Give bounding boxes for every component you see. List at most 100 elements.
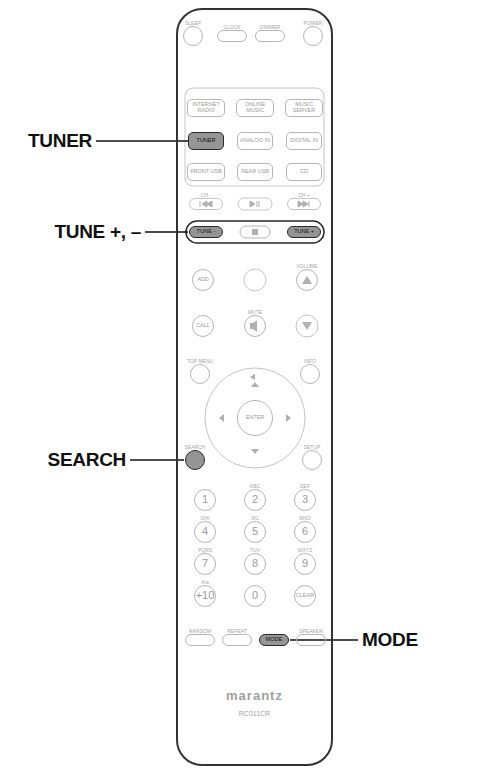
- button-caption: POWER: [304, 21, 323, 26]
- button-caption: RANDOM: [189, 629, 211, 634]
- remote-button: REAR USB: [237, 163, 273, 181]
- tune-group-outline: [186, 221, 324, 243]
- button-label: 0: [251, 590, 259, 602]
- stop-button: [240, 226, 270, 238]
- button-caption: INFO: [304, 359, 316, 364]
- button-label: MUSIC SERVER: [286, 102, 322, 114]
- leader-lines: [96, 141, 358, 640]
- number-button: DEF3: [294, 489, 316, 511]
- button-label: 9: [301, 558, 309, 570]
- number-button: ABC2: [244, 489, 266, 511]
- button-caption: SEARCH: [185, 445, 206, 450]
- number-button: 0: [244, 585, 266, 607]
- remote-button: CLOCK: [217, 30, 247, 42]
- remote-button: ENTER: [237, 400, 273, 436]
- brand-name: marantz: [178, 688, 331, 703]
- remote-button: TOP MENU: [190, 364, 210, 384]
- remote-button: TUNER: [188, 132, 224, 150]
- callout-label: MODE: [362, 629, 418, 651]
- model-number: RC011CR: [178, 710, 331, 717]
- button-label: 1: [201, 494, 209, 506]
- button-caption: DIMMER: [260, 25, 280, 30]
- button-caption: SLEEP: [185, 21, 201, 26]
- button-icons: [200, 201, 312, 454]
- number-button: JKL5: [244, 521, 266, 543]
- input-group-outline: [185, 88, 324, 186]
- button-caption: VOLUME: [296, 264, 317, 269]
- callout-label: TUNE +, –: [54, 221, 141, 243]
- button-caption: SETUP: [304, 445, 321, 450]
- button-label: INTERNET RADIO: [188, 102, 224, 114]
- remote-body: marantzRC011CR SLEEP CLOCK DIMMER POWER INTER…: [176, 8, 333, 766]
- remote-button: CH +: [287, 198, 321, 210]
- button-caption: TOP MENU: [187, 359, 213, 364]
- number-button: GHI4: [194, 521, 216, 543]
- button-label: MODE: [265, 637, 284, 643]
- button-caption: REPEAT: [227, 629, 247, 634]
- remote-button: ANALOG IN: [237, 132, 273, 150]
- number-button: WXYZ9: [294, 553, 316, 575]
- callout-label: SEARCH: [48, 449, 126, 471]
- remote-button: INTERNET RADIO: [187, 99, 225, 117]
- button-caption: CH +: [298, 193, 310, 198]
- button-caption: JKL: [251, 516, 260, 521]
- button-label: 2: [251, 494, 259, 506]
- button-caption: MUTE: [248, 310, 262, 315]
- button-label: CALL: [195, 323, 211, 329]
- button-label: FRONT USB: [189, 169, 223, 175]
- remote-button: RANDOM: [185, 634, 215, 646]
- number-button: PQRS7: [194, 553, 216, 575]
- button-label: TUNE -: [196, 229, 216, 235]
- button-label: ENTER: [245, 415, 266, 421]
- play-button: [238, 198, 272, 210]
- remote-button: REPEAT: [222, 634, 252, 646]
- button-label: 8: [251, 558, 259, 570]
- button-label: DIGITAL IN: [289, 138, 319, 144]
- remote-button: SLEEP: [183, 26, 203, 46]
- button-label: 5: [251, 526, 259, 538]
- button-label: TUNE +: [293, 229, 315, 235]
- callout-label: TUNER: [28, 130, 92, 152]
- remote-button: ADD: [192, 269, 214, 291]
- remote-button: CLEAR: [294, 585, 316, 607]
- button-label: 7: [201, 558, 209, 570]
- button-label: ADD: [196, 277, 210, 283]
- remote-button: SETUP: [302, 450, 322, 470]
- remote-button: CALL: [192, 315, 214, 337]
- remote-button: CD: [286, 163, 322, 181]
- remote-button: MUSIC SERVER: [285, 99, 323, 117]
- remote-button: ONLINE MUSIC: [236, 99, 274, 117]
- remote-button: DIMMER: [255, 30, 285, 42]
- remote-button: VOLUME: [296, 269, 318, 291]
- button-label: TUNER: [196, 138, 217, 144]
- button-label: ONLINE MUSIC: [237, 102, 273, 114]
- button-caption: MNO: [299, 516, 311, 521]
- button-label: REAR USB: [240, 169, 270, 175]
- remote-button: MODE: [259, 634, 289, 646]
- button-caption: WXYZ: [298, 548, 312, 553]
- button-caption: CLOCK: [223, 25, 240, 30]
- remote-button: DIGITAL IN: [286, 132, 322, 150]
- button-label: CLEAR: [295, 593, 315, 599]
- button-caption: DEF: [300, 484, 310, 489]
- remote-button: INFO: [300, 364, 320, 384]
- volume-down-button: [296, 315, 318, 337]
- button-label: CD: [299, 169, 309, 175]
- button-caption: A/a: [201, 580, 209, 585]
- button-label: ANALOG IN: [239, 138, 271, 144]
- button-label: 6: [301, 526, 309, 538]
- tone-button: [244, 269, 266, 291]
- button-caption: SPEAKER: [299, 629, 323, 634]
- remote-button: TUNE +: [287, 226, 321, 238]
- button-caption: PQRS: [198, 548, 212, 553]
- remote-button: MUTE: [244, 315, 266, 337]
- button-label: 3: [301, 494, 309, 506]
- button-label: 4: [201, 526, 209, 538]
- button-caption: TUV: [250, 548, 260, 553]
- cursor-ring: [205, 368, 305, 468]
- button-caption: CH -: [201, 193, 211, 198]
- remote-button: SEARCH: [185, 450, 205, 470]
- remote-button: SPEAKER: [296, 634, 326, 646]
